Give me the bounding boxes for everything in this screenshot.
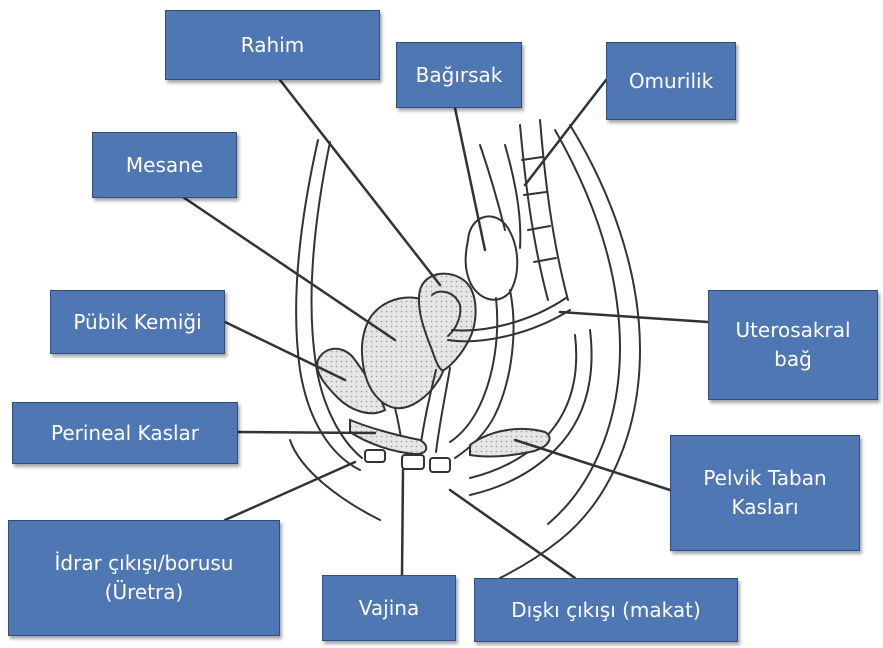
- label-diski-cikisi: Dışkı çıkışı (makat): [474, 578, 738, 642]
- leader-line-uterosakral: [560, 312, 708, 322]
- leader-line-perineal: [238, 432, 375, 433]
- label-vajina: Vajina: [322, 575, 456, 641]
- label-omurilik: Omurilik: [606, 42, 736, 120]
- label-perineal-kaslar: Perineal Kaslar: [12, 402, 238, 464]
- label-diski-cikisi-text: Dışkı çıkışı (makat): [511, 596, 701, 625]
- label-uterosakral-line2: bağ: [774, 345, 812, 374]
- label-vajina-text: Vajina: [359, 594, 419, 623]
- label-perineal-kaslar-text: Perineal Kaslar: [51, 419, 199, 448]
- label-pelvik-line2: Kasları: [731, 493, 798, 522]
- leader-line-rahim: [280, 80, 440, 285]
- label-omurilik-text: Omurilik: [629, 67, 713, 96]
- label-pelvik-line1: Pelvik Taban: [703, 464, 826, 493]
- label-uterosakral-line1: Uterosakral: [735, 316, 850, 345]
- label-pubik-kemigi-text: Pübik Kemiği: [73, 308, 201, 337]
- label-mesane: Mesane: [92, 132, 237, 198]
- label-idrar-cikisi: İdrar çıkışı/borusu (Üretra): [8, 520, 280, 636]
- perineal-muscle: [350, 420, 426, 454]
- vertebra-line: [534, 258, 556, 262]
- vertebra-line: [522, 157, 542, 160]
- label-mesane-text: Mesane: [126, 151, 203, 180]
- leader-line-diski: [450, 490, 575, 578]
- label-idrar-line2: (Üretra): [105, 578, 184, 607]
- label-rahim: Rahim: [165, 10, 380, 80]
- label-pelvik-taban-kaslari: Pelvik Taban Kasları: [670, 435, 860, 551]
- label-uterosakral-bag: Uterosakral bağ: [708, 290, 878, 400]
- label-pubik-kemigi: Pübik Kemiği: [50, 290, 225, 354]
- label-idrar-line1: İdrar çıkışı/borusu: [55, 549, 234, 578]
- sacrum-curve: [470, 330, 592, 495]
- colon-tube-2: [505, 145, 520, 248]
- vagina-opening: [402, 455, 424, 469]
- body-outline-back-inner: [548, 130, 620, 524]
- bowel-shape: [466, 216, 518, 299]
- vertebra-line: [528, 226, 550, 230]
- leader-line-vajina: [402, 470, 403, 575]
- label-bagirsak: Bağırsak: [396, 42, 522, 108]
- urethra-opening: [365, 450, 385, 462]
- label-rahim-text: Rahim: [241, 31, 304, 60]
- leader-line-idrar: [225, 462, 355, 520]
- anus-opening: [430, 458, 450, 472]
- label-bagirsak-text: Bağırsak: [416, 61, 503, 90]
